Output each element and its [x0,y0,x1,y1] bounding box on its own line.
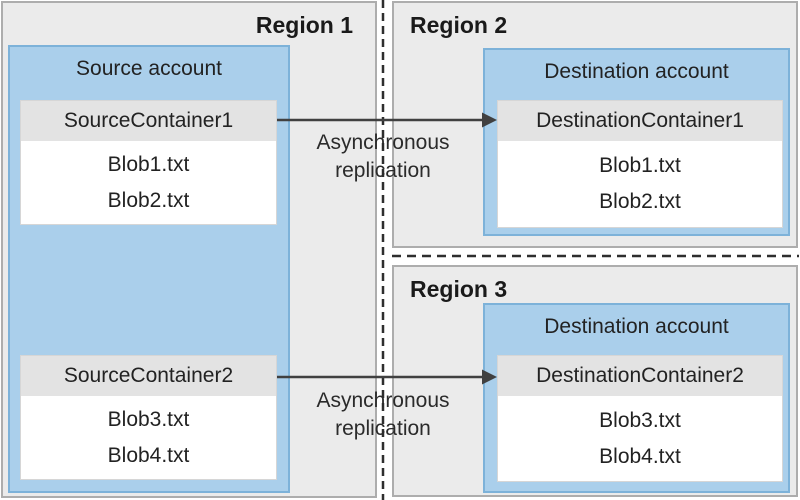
replication-label-1: Asynchronous replication [316,131,450,182]
region-3-title: Region 3 [410,276,508,302]
container-name: DestinationContainer1 [498,101,782,141]
container-name: SourceContainer2 [21,356,276,396]
blob-item: Blob1.txt [107,152,190,176]
destination-account-title-region3: Destination account [544,315,729,338]
replication-label-2: Asynchronous replication [316,389,450,440]
source-account-title: Source account [76,57,222,80]
blob-item: Blob3.txt [599,408,681,432]
blob-item: Blob3.txt [107,407,190,431]
container-blob-list: Blob3.txt Blob4.txt [498,396,782,481]
container-name: SourceContainer1 [21,101,276,141]
container-destinationcontainer2: DestinationContainer2 Blob3.txt Blob4.tx… [497,355,783,482]
container-blob-list: Blob3.txt Blob4.txt [21,396,276,479]
container-destinationcontainer1: DestinationContainer1 Blob1.txt Blob2.tx… [497,100,783,228]
container-blob-list: Blob1.txt Blob2.txt [498,141,782,227]
blob-item: Blob2.txt [107,188,190,212]
blob-item: Blob4.txt [107,443,190,467]
blob-item: Blob4.txt [599,444,681,468]
blob-item: Blob2.txt [599,190,681,213]
blob-item: Blob1.txt [599,154,681,177]
container-name: DestinationContainer2 [498,356,782,396]
container-blob-list: Blob1.txt Blob2.txt [21,141,276,224]
container-sourcecontainer2: SourceContainer2 Blob3.txt Blob4.txt [20,355,277,480]
region-1-title: Region 1 [255,12,353,38]
container-sourcecontainer1: SourceContainer1 Blob1.txt Blob2.txt [20,100,277,225]
destination-account-title-region2: Destination account [544,60,729,83]
region-2-title: Region 2 [410,12,508,38]
